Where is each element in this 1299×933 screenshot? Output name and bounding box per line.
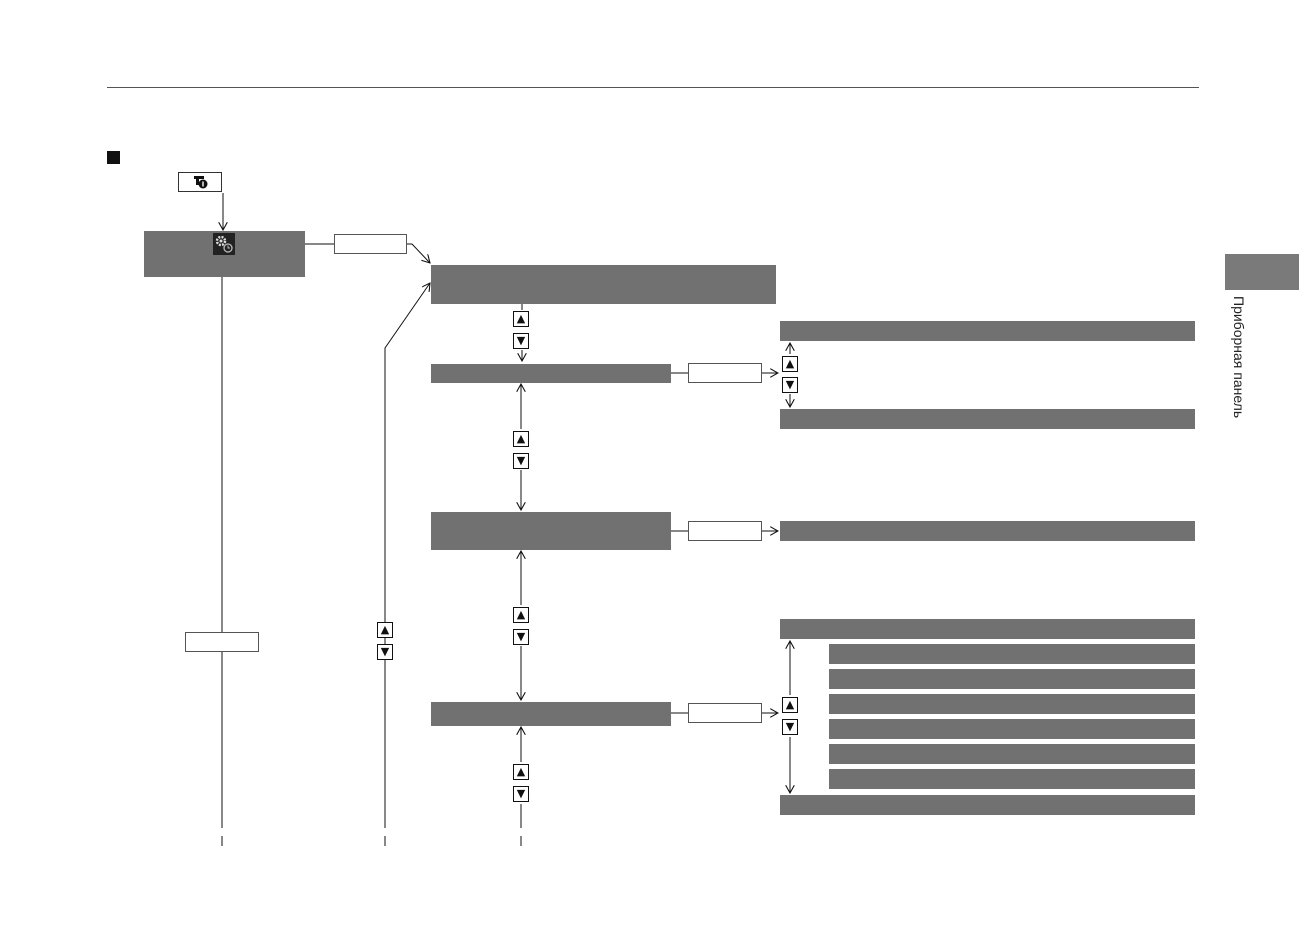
option-bar-3-bottom[interactable] (780, 795, 1195, 815)
scroll-up-icon: ▲ (513, 764, 529, 780)
side-tab-label: Приборная панель (1231, 296, 1247, 419)
option-subbar-5[interactable] (829, 744, 1195, 764)
settings-menu-box[interactable] (144, 231, 305, 277)
scroll-up-icon: ▲ (513, 607, 529, 623)
scroll-up-icon: ▲ (513, 431, 529, 447)
side-tab (1225, 254, 1299, 290)
condition-label-box-3 (688, 521, 762, 541)
option-bar-1a[interactable] (780, 321, 1195, 341)
scroll-up-icon: ▲ (782, 697, 798, 713)
display-info-button[interactable] (178, 172, 222, 192)
menu-header-box[interactable] (431, 265, 776, 304)
option-bar-2[interactable] (780, 521, 1195, 541)
menu-item-2[interactable] (431, 512, 671, 550)
scroll-down-icon: ▼ (513, 786, 529, 802)
scroll-down-icon: ▼ (782, 719, 798, 735)
scroll-down-icon: ▼ (513, 629, 529, 645)
display-info-icon (194, 176, 208, 189)
header-rule (107, 87, 1199, 88)
scroll-up-icon: ▲ (513, 311, 529, 327)
scroll-down-icon: ▼ (782, 377, 798, 393)
scroll-down-icon: ▼ (377, 644, 393, 660)
scroll-down-icon: ▼ (513, 453, 529, 469)
option-subbar-2[interactable] (829, 669, 1195, 689)
option-subbar-3[interactable] (829, 694, 1195, 714)
condition-label-box-1 (334, 234, 407, 254)
section-marker (107, 151, 120, 164)
option-subbar-6[interactable] (829, 769, 1195, 789)
settings-gear-icon (213, 233, 235, 255)
scroll-down-icon: ▼ (513, 333, 529, 349)
scroll-up-icon: ▲ (377, 622, 393, 638)
option-subbar-1[interactable] (829, 644, 1195, 664)
menu-item-1[interactable] (431, 364, 671, 383)
option-subbar-4[interactable] (829, 719, 1195, 739)
option-bar-1b[interactable] (780, 409, 1195, 429)
condition-label-box-2 (688, 363, 762, 383)
option-bar-3-top[interactable] (780, 619, 1195, 639)
menu-item-3[interactable] (431, 702, 671, 726)
condition-label-box-5 (185, 632, 259, 652)
scroll-up-icon: ▲ (782, 356, 798, 372)
condition-label-box-4 (688, 703, 762, 723)
